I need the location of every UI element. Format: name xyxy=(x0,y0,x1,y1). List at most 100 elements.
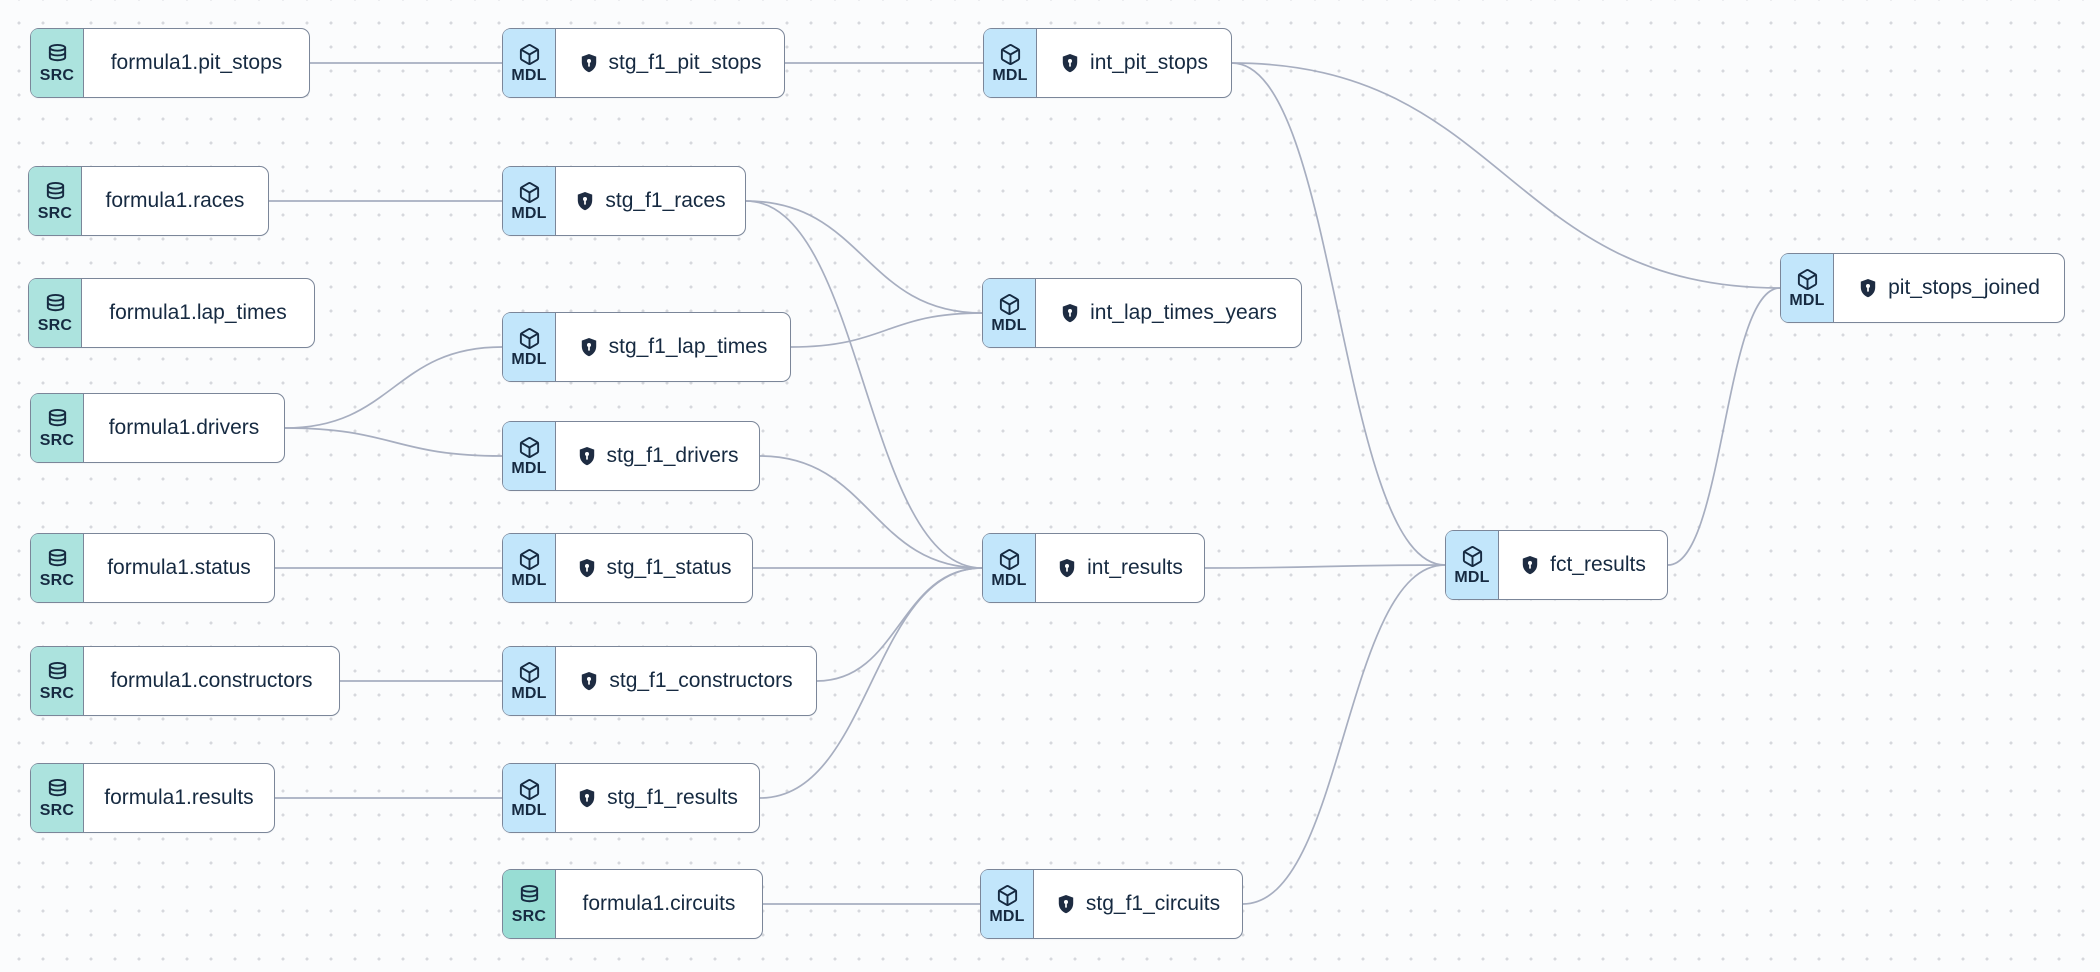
database-icon xyxy=(46,408,69,431)
edge-stg_f1_constructors-to-int_results xyxy=(816,567,983,682)
node-label: stg_f1_races xyxy=(605,189,726,212)
node-stg_f1_races[interactable]: MDL stg_f1_races xyxy=(502,166,746,236)
cube-icon xyxy=(518,661,541,684)
node-type-badge: SRC xyxy=(29,167,82,235)
node-src_lap_times[interactable]: SRC formula1.lap_times xyxy=(28,278,315,348)
node-type-badge: MDL xyxy=(503,167,556,235)
node-label: pit_stops_joined xyxy=(1888,276,2040,299)
node-type-badge: SRC xyxy=(31,394,84,462)
node-type-badge: MDL xyxy=(984,29,1037,97)
node-label: fct_results xyxy=(1550,553,1646,576)
shield-lock-icon xyxy=(579,337,599,357)
node-type-label: MDL xyxy=(992,66,1028,84)
edge-int_pit_stops-to-pit_stops_joined xyxy=(1231,62,1781,289)
node-src_constructors[interactable]: SRC formula1.constructors xyxy=(30,646,340,716)
node-int_pit_stops[interactable]: MDL int_pit_stops xyxy=(983,28,1232,98)
node-type-badge: MDL xyxy=(981,870,1034,938)
cube-icon xyxy=(998,293,1021,316)
node-label: formula1.lap_times xyxy=(109,301,287,324)
node-stg_f1_results[interactable]: MDL stg_f1_results xyxy=(502,763,760,833)
node-type-badge: MDL xyxy=(1781,254,1834,322)
edge-stg_f1_circuits-to-fct_results xyxy=(1242,564,1446,905)
node-stg_f1_status[interactable]: MDL stg_f1_status xyxy=(502,533,753,603)
node-src_drivers[interactable]: SRC formula1.drivers xyxy=(30,393,285,463)
node-label: stg_f1_drivers xyxy=(606,444,739,467)
cube-icon xyxy=(518,436,541,459)
node-type-label: SRC xyxy=(37,316,73,334)
cube-icon xyxy=(998,548,1021,571)
shield-lock-icon xyxy=(1057,558,1077,578)
node-type-badge: SRC xyxy=(31,29,84,97)
node-label: stg_f1_circuits xyxy=(1085,892,1221,915)
node-src_pit_stops[interactable]: SRC formula1.pit_stops xyxy=(30,28,310,98)
database-icon xyxy=(46,661,69,684)
edge-src_drivers-to-stg_f1_lap_times xyxy=(284,346,503,429)
shield-lock-icon xyxy=(1056,894,1076,914)
node-label: formula1.drivers xyxy=(108,416,260,439)
node-type-label: MDL xyxy=(991,571,1027,589)
node-type-badge: MDL xyxy=(983,279,1036,347)
shield-lock-icon xyxy=(575,191,595,211)
node-type-badge: SRC xyxy=(29,279,82,347)
cube-icon xyxy=(1796,268,1819,291)
node-type-label: MDL xyxy=(1789,291,1825,309)
edge-stg_f1_drivers-to-int_results xyxy=(759,455,983,569)
node-label: stg_f1_lap_times xyxy=(608,335,768,358)
database-icon xyxy=(46,778,69,801)
node-type-badge: MDL xyxy=(503,534,556,602)
database-icon xyxy=(44,293,67,316)
node-label: formula1.status xyxy=(107,556,251,579)
node-stg_f1_circuits[interactable]: MDL stg_f1_circuits xyxy=(980,869,1243,939)
node-src_status[interactable]: SRC formula1.status xyxy=(30,533,275,603)
node-type-label: SRC xyxy=(39,431,75,449)
node-type-badge: MDL xyxy=(503,422,556,490)
node-int_lap_times_years[interactable]: MDL int_lap_times_years xyxy=(982,278,1302,348)
node-type-badge: MDL xyxy=(983,534,1036,602)
edge-stg_f1_races-to-int_results xyxy=(745,200,983,569)
node-type-badge: SRC xyxy=(503,870,556,938)
database-icon xyxy=(44,181,67,204)
database-icon xyxy=(46,43,69,66)
node-src_results[interactable]: SRC formula1.results xyxy=(30,763,275,833)
shield-lock-icon xyxy=(1060,303,1080,323)
node-type-label: SRC xyxy=(511,907,547,925)
node-label: stg_f1_pit_stops xyxy=(608,51,762,74)
cube-icon xyxy=(999,43,1022,66)
edge-stg_f1_lap_times-to-int_lap_times_years xyxy=(790,312,983,348)
node-type-badge: MDL xyxy=(503,647,556,715)
shield-lock-icon xyxy=(579,671,599,691)
node-fct_results[interactable]: MDL fct_results xyxy=(1445,530,1668,600)
shield-lock-icon xyxy=(1858,278,1878,298)
node-stg_f1_constructors[interactable]: MDL stg_f1_constructors xyxy=(502,646,817,716)
node-type-label: MDL xyxy=(511,459,547,477)
cube-icon xyxy=(518,548,541,571)
node-type-badge: MDL xyxy=(1446,531,1499,599)
node-type-label: MDL xyxy=(1454,568,1490,586)
cube-icon xyxy=(1461,545,1484,568)
edge-stg_f1_races-to-int_lap_times_years xyxy=(745,200,983,314)
cube-icon xyxy=(518,327,541,350)
database-icon xyxy=(518,884,541,907)
cube-icon xyxy=(518,778,541,801)
node-type-label: SRC xyxy=(39,801,75,819)
node-stg_f1_lap_times[interactable]: MDL stg_f1_lap_times xyxy=(502,312,791,382)
cube-icon xyxy=(996,884,1019,907)
cube-icon xyxy=(518,43,541,66)
node-label: formula1.results xyxy=(104,786,254,809)
node-src_races[interactable]: SRC formula1.races xyxy=(28,166,269,236)
node-type-label: MDL xyxy=(511,204,547,222)
node-type-badge: MDL xyxy=(503,313,556,381)
edge-src_drivers-to-stg_f1_drivers xyxy=(284,427,503,457)
shield-lock-icon xyxy=(577,788,597,808)
node-src_circuits[interactable]: SRC formula1.circuits xyxy=(502,869,763,939)
shield-lock-icon xyxy=(577,558,597,578)
node-stg_f1_pit_stops[interactable]: MDL stg_f1_pit_stops xyxy=(502,28,785,98)
node-type-label: MDL xyxy=(511,350,547,368)
node-stg_f1_drivers[interactable]: MDL stg_f1_drivers xyxy=(502,421,760,491)
node-label: formula1.races xyxy=(105,189,245,212)
node-pit_stops_joined[interactable]: MDL pit_stops_joined xyxy=(1780,253,2065,323)
node-type-badge: SRC xyxy=(31,534,84,602)
node-int_results[interactable]: MDL int_results xyxy=(982,533,1205,603)
